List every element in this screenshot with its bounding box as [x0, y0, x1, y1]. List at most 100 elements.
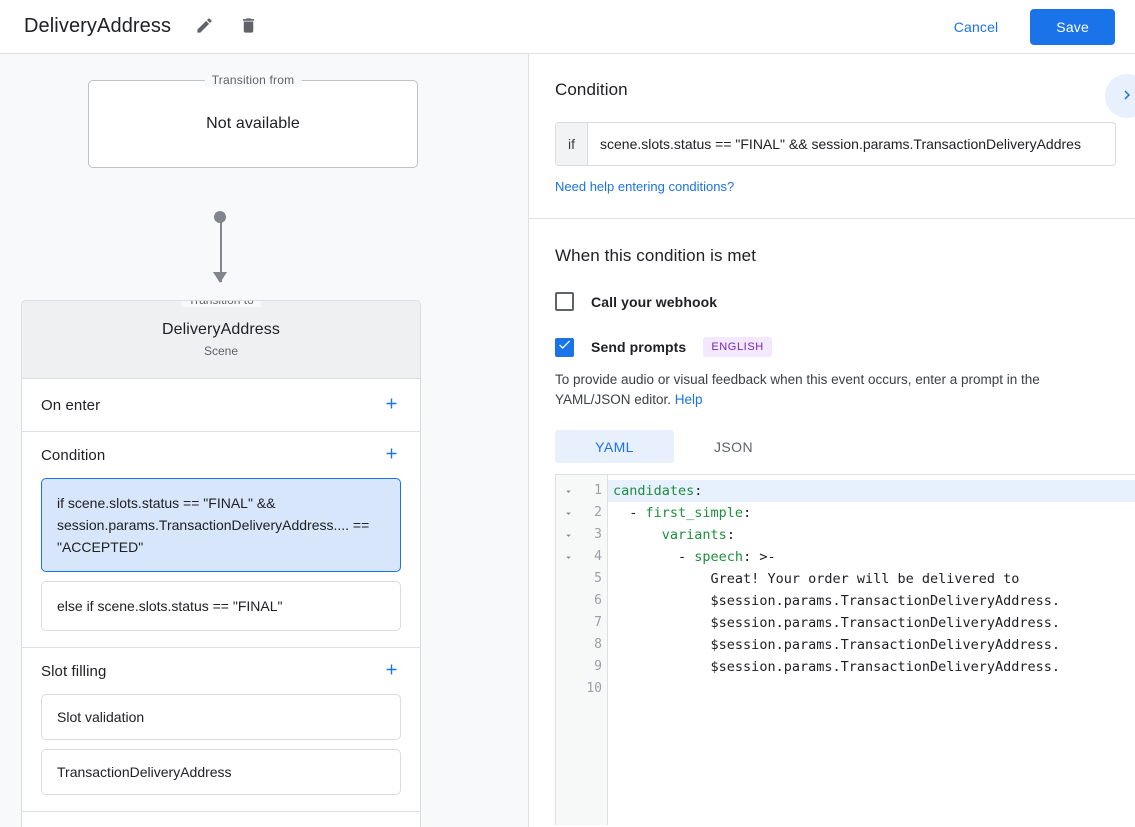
add-custom-intent-button[interactable]	[376, 823, 406, 827]
code-fold-gutter[interactable]	[556, 475, 580, 825]
code-line-number: 7	[594, 615, 602, 630]
code-content-area[interactable]: candidates: - first_simple: variants: - …	[608, 475, 1135, 825]
code-line[interactable]: variants:	[661, 527, 735, 543]
code-line-number: 8	[594, 637, 602, 652]
send-prompts-checkbox-row[interactable]: Send prompts ENGLISH	[555, 337, 1109, 357]
add-on-enter-button[interactable]	[376, 390, 406, 420]
when-heading: When this condition is met	[555, 246, 757, 265]
editor-description: To provide audio or visual feedback when…	[555, 370, 1109, 410]
save-button[interactable]: Save	[1030, 8, 1115, 45]
code-line-number: 9	[594, 659, 602, 674]
code-line[interactable]: candidates:	[608, 480, 1135, 502]
code-line-number: 6	[594, 593, 602, 608]
section-title-on-enter: On enter	[41, 396, 101, 414]
code-fold-spacer	[556, 568, 580, 590]
code-fold-toggle[interactable]	[556, 524, 580, 546]
section-custom-intent-handling: Custom intent handling	[22, 812, 420, 827]
code-fold-toggle[interactable]	[556, 480, 580, 502]
plus-icon	[383, 445, 400, 465]
cancel-button[interactable]: Cancel	[940, 10, 1012, 44]
code-line-number: 1	[594, 483, 602, 498]
section-header-condition[interactable]: Condition	[22, 432, 420, 478]
language-badge: ENGLISH	[703, 337, 772, 357]
condition-heading: Condition	[555, 80, 628, 99]
code-editor[interactable]: 1 2 3 4 5 6 7 8 9 10 candidates: - first_simple: …	[555, 474, 1135, 825]
section-header-on-enter[interactable]: On enter	[22, 379, 420, 431]
webhook-label: Call your webhook	[591, 293, 718, 310]
slot-filling-list: Slot validation TransactionDeliveryAddre…	[22, 694, 420, 811]
code-line[interactable]: $session.params.TransactionDeliveryAddre…	[710, 637, 1061, 653]
transition-to-legend: Transition to	[181, 301, 261, 307]
when-condition-met-block: When this condition is met Call your web…	[529, 219, 1135, 463]
chevron-right-icon	[1118, 86, 1135, 107]
pencil-icon	[195, 16, 214, 38]
editor-help-link[interactable]: Help	[674, 392, 703, 407]
code-fold-spacer	[556, 678, 580, 700]
code-line-number: 2	[594, 505, 602, 520]
transition-graph-panel: Transition from Not available Transition…	[0, 54, 529, 827]
add-slot-button[interactable]	[376, 656, 406, 686]
condition-detail-panel: Condition if Need help entering conditio…	[529, 54, 1135, 827]
condition-item[interactable]: else if scene.slots.status == "FINAL"	[41, 581, 401, 631]
code-line[interactable]: - first_simple:	[613, 505, 752, 521]
condition-if-prefix: if	[556, 123, 588, 165]
delete-button[interactable]	[233, 12, 263, 42]
transition-from-legend: Transition from	[204, 73, 302, 87]
top-app-bar: DeliveryAddress Cancel Save	[0, 0, 1135, 54]
transition-from-value: Not available	[206, 115, 300, 132]
code-line[interactable]	[608, 678, 1135, 700]
expand-panel-button[interactable]	[1105, 74, 1135, 118]
code-line-number: 5	[594, 571, 602, 586]
webhook-checkbox[interactable]	[555, 292, 574, 311]
code-line[interactable]: $session.params.TransactionDeliveryAddre…	[710, 615, 1061, 631]
section-header-slot-filling[interactable]: Slot filling	[22, 648, 420, 694]
add-condition-button[interactable]	[376, 440, 406, 470]
slot-item-validation[interactable]: Slot validation	[41, 694, 401, 740]
condition-input-row: if	[555, 122, 1116, 166]
code-fold-spacer	[556, 656, 580, 678]
code-line[interactable]: $session.params.TransactionDeliveryAddre…	[710, 593, 1061, 609]
condition-help-link[interactable]: Need help entering conditions?	[555, 179, 735, 194]
transition-from-box: Transition from Not available	[88, 73, 418, 168]
code-fold-toggle[interactable]	[556, 502, 580, 524]
code-fold-spacer	[556, 590, 580, 612]
section-title-condition: Condition	[41, 446, 106, 464]
code-line-number: 10	[586, 681, 602, 696]
webhook-checkbox-row[interactable]: Call your webhook	[555, 292, 1109, 311]
editor-description-text: To provide audio or visual feedback when…	[555, 372, 1040, 407]
connector-arrow-icon	[213, 272, 227, 283]
slot-item-transaction-delivery-address[interactable]: TransactionDeliveryAddress	[41, 749, 401, 795]
section-condition: Condition if scene.slots.status == "FINA…	[22, 432, 420, 648]
send-prompts-checkbox[interactable]	[555, 337, 574, 357]
code-line-number: 4	[594, 549, 602, 564]
code-line-number-gutter: 1 2 3 4 5 6 7 8 9 10	[580, 475, 608, 825]
checkmark-icon	[557, 337, 572, 357]
editor-format-tabs: YAML JSON	[555, 430, 1109, 463]
trash-icon	[239, 16, 258, 38]
code-fold-spacer	[556, 612, 580, 634]
transition-to-type: Scene	[203, 344, 239, 358]
tab-json[interactable]: JSON	[714, 438, 753, 455]
section-header-custom-intent-handling[interactable]: Custom intent handling	[22, 812, 420, 827]
code-fold-spacer	[556, 634, 580, 656]
edit-name-button[interactable]	[189, 12, 219, 42]
tab-yaml[interactable]: YAML	[555, 430, 674, 463]
code-line[interactable]: Great! Your order will be delivered to	[710, 571, 1020, 587]
code-line[interactable]: - speech: >-	[613, 549, 776, 565]
send-prompts-label: Send prompts	[591, 339, 687, 355]
condition-block: Condition if Need help entering conditio…	[529, 54, 1135, 219]
main-split: Transition from Not available Transition…	[0, 54, 1135, 827]
section-title-slot-filling: Slot filling	[41, 662, 107, 680]
plus-icon	[383, 395, 400, 415]
condition-list: if scene.slots.status == "FINAL" && sess…	[22, 478, 420, 647]
code-line[interactable]: $session.params.TransactionDeliveryAddre…	[710, 659, 1061, 675]
code-line-number: 3	[594, 527, 602, 542]
condition-item-selected[interactable]: if scene.slots.status == "FINAL" && sess…	[41, 478, 401, 572]
section-slot-filling: Slot filling Slot validation Transaction…	[22, 648, 420, 812]
plus-icon	[383, 661, 400, 681]
transition-to-header: Transition to DeliveryAddress Scene	[22, 301, 420, 379]
code-fold-toggle[interactable]	[556, 546, 580, 568]
page-title: DeliveryAddress	[24, 15, 172, 37]
condition-input[interactable]	[588, 123, 1115, 165]
